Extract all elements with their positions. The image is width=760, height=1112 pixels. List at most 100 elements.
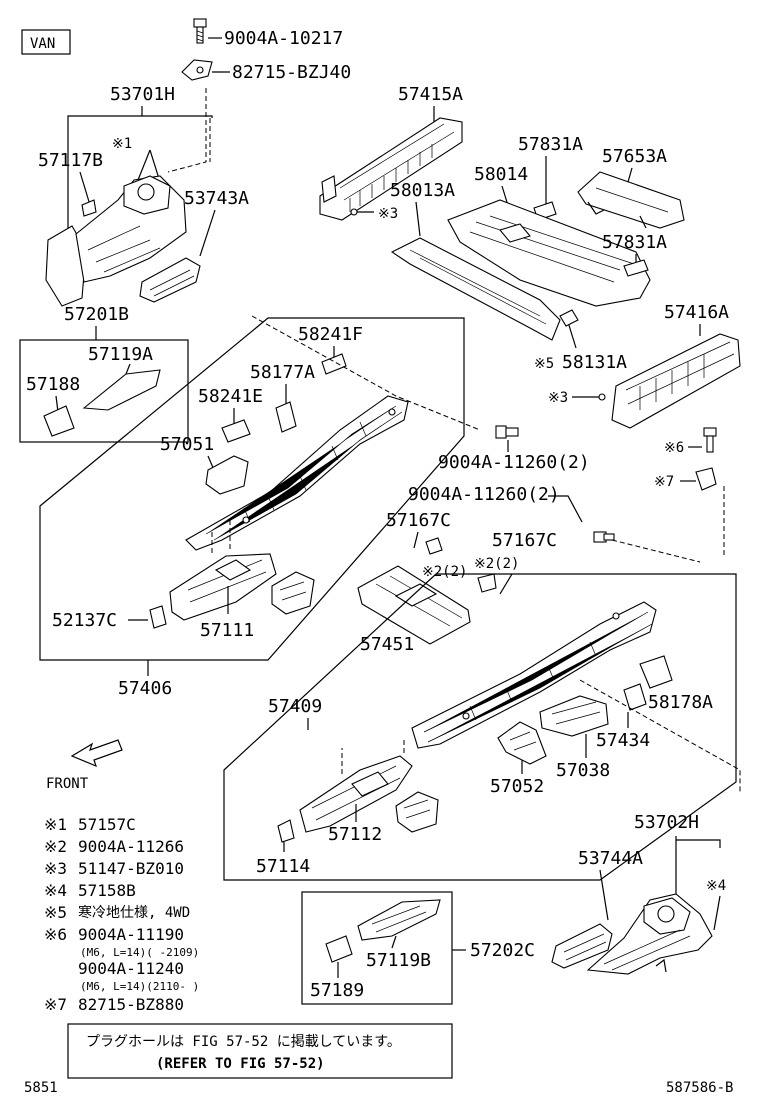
clip-82715-bzj40 — [181, 59, 213, 81]
rocker-57416a — [611, 333, 741, 429]
label-57038: 57038 — [556, 760, 610, 781]
label-9004a-11260-2: 9004A-11260(2) — [408, 484, 560, 505]
label-57831a-1: 57831A — [518, 134, 583, 155]
label-57119a: 57119A — [88, 344, 153, 365]
wheelhouse-53701h — [45, 175, 187, 307]
legend-text-1: 57157C — [78, 815, 136, 834]
label-52137c: 52137C — [52, 610, 117, 631]
mark-5: ※5 — [534, 356, 554, 372]
label-57831a-2: 57831A — [602, 232, 667, 253]
label-82715-bzj40: 82715-BZJ40 — [232, 62, 351, 83]
legend-mark-2: ※2 — [44, 837, 67, 856]
label-58014: 58014 — [474, 164, 528, 185]
bolt-9004a-11260-2 — [593, 531, 615, 543]
label-58177a: 58177A — [250, 362, 315, 383]
note-line-1: プラグホールは FIG 57-52 に掲載しています。 — [86, 1034, 401, 1050]
legend-mark-1: ※1 — [44, 815, 67, 834]
label-57111: 57111 — [200, 620, 254, 641]
group-outline-57406 — [39, 317, 465, 661]
legend-mark-6: ※6 — [44, 925, 67, 944]
floor-pan-58014 — [447, 199, 651, 307]
label-57167c-1: 57167C — [386, 510, 451, 531]
label-57117b: 57117B — [38, 150, 103, 171]
label-9004a-11260-1: 9004A-11260(2) — [438, 452, 590, 473]
label-58241e: 58241E — [198, 386, 263, 407]
label-9004a-10217: 9004A-10217 — [224, 28, 343, 49]
label-53701h: 53701H — [110, 84, 175, 105]
bracket-57052 — [497, 721, 547, 765]
rocker-57415a — [319, 117, 463, 221]
label-57409: 57409 — [268, 696, 322, 717]
label-57188: 57188 — [26, 374, 80, 395]
label-58178a: 58178A — [648, 692, 713, 713]
group-box-57201b: 57119A 57188 — [19, 339, 189, 443]
bolt-mark-6 — [703, 427, 717, 453]
legend-text-6-spec-a: (M6, L=14)( -2109) — [80, 946, 199, 959]
crossmember-57653a — [577, 171, 685, 229]
footer-page-number: 5851 — [24, 1080, 58, 1096]
subframe-57451 — [357, 565, 471, 645]
bracket-53743a — [139, 257, 201, 303]
label-53743a: 53743A — [184, 188, 249, 209]
legend-text-6-spec-b: (M6, L=14)(2110- ) — [80, 980, 199, 993]
bracket-53744a — [551, 923, 613, 969]
legend-text-5: 寒冷地仕様, 4WD — [78, 904, 190, 921]
mark-7: ※7 — [654, 474, 674, 490]
label-58241f: 58241F — [298, 324, 363, 345]
label-57202c: 57202C — [470, 940, 535, 961]
label-57416a: 57416A — [664, 302, 729, 323]
label-57112: 57112 — [328, 824, 382, 845]
rail-front-57111 — [169, 553, 277, 621]
crossmember-58013a — [390, 237, 561, 341]
label-57051: 57051 — [160, 434, 214, 455]
mark-3-b: ※3 — [548, 390, 568, 406]
mark-3-a: ※3 — [378, 206, 398, 222]
label-57052: 57052 — [490, 776, 544, 797]
front-label: FRONT — [46, 776, 89, 792]
label-57189: 57189 — [310, 980, 364, 1001]
label-57119b: 57119B — [366, 950, 431, 971]
mark-2-b: ※2(2) — [474, 556, 519, 572]
legend-mark-7: ※7 — [44, 995, 67, 1014]
legend-text-7: 82715-BZ880 — [78, 995, 184, 1014]
rail-rear-57112 — [299, 755, 413, 833]
legend-mark-5: ※5 — [44, 903, 67, 922]
bracket-57406-b — [271, 571, 315, 615]
bracket-57038 — [539, 695, 609, 737]
bracket-57409-b — [395, 791, 439, 833]
label-57167c-2: 57167C — [492, 530, 557, 551]
front-direction-arrow-icon — [70, 739, 123, 768]
label-53744a: 53744A — [578, 848, 643, 869]
wheelhouse-53702h — [586, 893, 713, 975]
variant-badge-text: VAN — [30, 36, 55, 52]
bolt-9004a-11260-1 — [495, 425, 519, 439]
legend: ※1 57157C ※2 9004A-11266 ※3 51147-BZ010 … — [44, 815, 199, 1014]
mark-4: ※4 — [706, 878, 726, 894]
label-53702h: 53702H — [634, 812, 699, 833]
label-58131a: 58131A — [562, 352, 627, 373]
label-57415a: 57415A — [398, 84, 463, 105]
label-57653a: 57653A — [602, 146, 667, 167]
legend-text-6: 9004A-11190 — [78, 925, 184, 944]
mark-6: ※6 — [664, 440, 684, 456]
legend-mark-4: ※4 — [44, 881, 67, 900]
label-57114: 57114 — [256, 856, 310, 877]
variant-badge: VAN — [21, 29, 71, 55]
label-58013a: 58013A — [390, 180, 455, 201]
legend-mark-3: ※3 — [44, 859, 67, 878]
label-57434: 57434 — [596, 730, 650, 751]
mark-1-top: ※1 — [112, 136, 132, 152]
side-member-57406 — [185, 395, 409, 551]
label-57201b: 57201B — [64, 304, 129, 325]
footer-figure-code: 587586-B — [666, 1080, 733, 1096]
note-line-2: (REFER TO FIG 57-52) — [156, 1056, 325, 1072]
note-box: プラグホールは FIG 57-52 に掲載しています。 (REFER TO FI… — [67, 1023, 453, 1079]
bolt-9004a-10217 — [193, 18, 207, 44]
group-outline-57409 — [223, 573, 737, 881]
legend-text-4: 57158B — [78, 881, 136, 900]
label-57406: 57406 — [118, 678, 172, 699]
group-box-57202c: 57119B 57189 — [301, 891, 453, 1005]
label-57451: 57451 — [360, 634, 414, 655]
side-member-57409 — [411, 601, 657, 749]
